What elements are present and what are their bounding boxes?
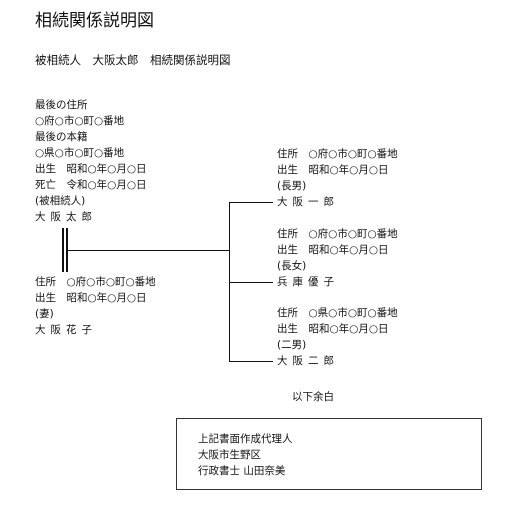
child-3-birth: 出生 昭和○年○月○日 [277, 323, 389, 335]
child-1-address: 住所 ○府○市○町○番地 [277, 148, 398, 160]
child-3-name: 大阪二郎 [277, 355, 339, 367]
child-2-branch [229, 282, 273, 283]
children-connector-vertical [229, 202, 230, 361]
spouse-birth: 出生 昭和○年○月○日 [35, 292, 147, 304]
preparer-box: 上記書面作成代理人 大阪市生野区 行政書士 山田奈美 [176, 418, 482, 490]
deceased-last-domicile-label: 最後の本籍 [35, 131, 88, 143]
preparer-line-2: 大阪市生野区 [198, 449, 261, 461]
deceased-death: 死亡 令和○年○月○日 [35, 179, 147, 191]
child-2-birth: 出生 昭和○年○月○日 [277, 244, 389, 256]
page-title: 相続関係説明図 [35, 11, 154, 31]
child-3-branch [229, 361, 273, 362]
document-subtitle: 被相続人 大阪太郎 相続関係説明図 [35, 53, 231, 67]
marriage-line-left [62, 228, 64, 272]
child-1-branch [229, 202, 273, 203]
spouse-address: 住所 ○府○市○町○番地 [35, 276, 156, 288]
deceased-relation: (被相続人) [35, 195, 86, 207]
child-1-birth: 出生 昭和○年○月○日 [277, 164, 389, 176]
preparer-line-1: 上記書面作成代理人 [198, 433, 293, 445]
deceased-name: 大阪太郎 [35, 211, 97, 223]
deceased-last-domicile: ○県○市○町○番地 [35, 147, 125, 159]
preparer-line-3: 行政書士 山田奈美 [198, 465, 286, 477]
spouse-name: 大阪花子 [35, 324, 97, 336]
deceased-last-address: ○府○市○町○番地 [35, 115, 125, 127]
child-1-relation: (長男) [277, 180, 307, 192]
deceased-birth: 出生 昭和○年○月○日 [35, 163, 147, 175]
spouse-relation: (妻) [35, 308, 54, 320]
child-1-name: 大阪一郎 [277, 196, 339, 208]
child-3-address: 住所 ○県○市○町○番地 [277, 307, 398, 319]
marriage-line-right [66, 228, 68, 272]
remainder-note: 以下余白 [292, 391, 334, 403]
child-2-relation: (長女) [277, 260, 307, 272]
child-2-name: 兵庫優子 [277, 276, 339, 288]
deceased-last-address-label: 最後の住所 [35, 99, 88, 111]
child-2-address: 住所 ○府○市○町○番地 [277, 228, 398, 240]
children-connector-horizontal [67, 250, 229, 251]
child-3-relation: (二男) [277, 339, 307, 351]
